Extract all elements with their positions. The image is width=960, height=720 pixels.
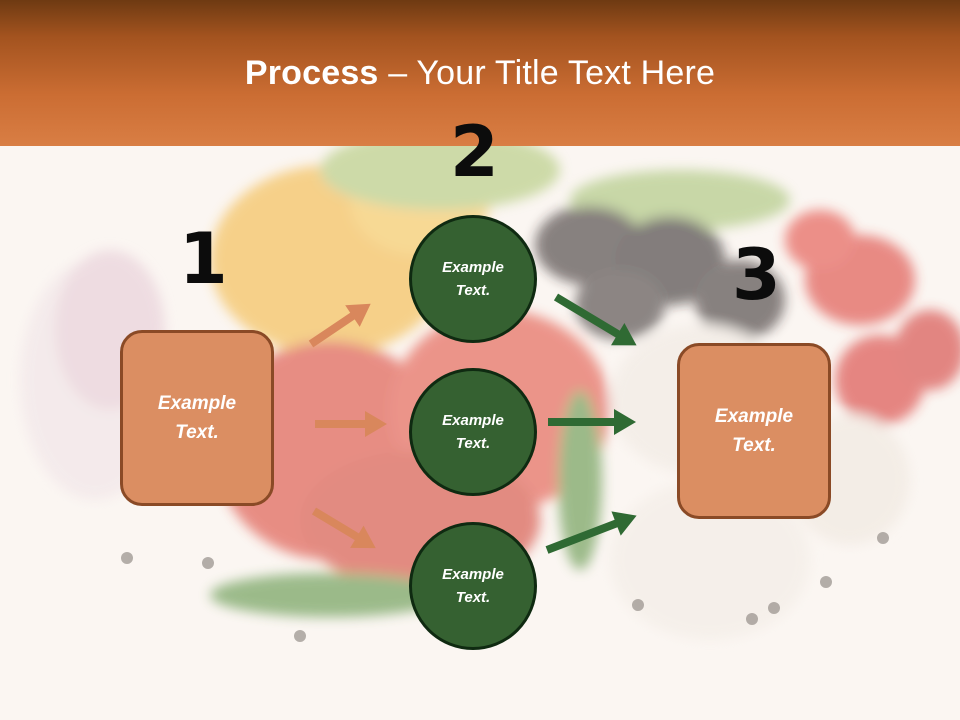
- step-number-2: 2: [450, 111, 499, 193]
- slide-title[interactable]: Process – Your Title Text Here: [0, 54, 960, 93]
- title-dash: –: [378, 54, 417, 92]
- right-step-box[interactable]: Example Text.: [677, 343, 831, 519]
- circle-bottom[interactable]: Example Text.: [409, 522, 537, 650]
- title-bold-part: Process: [244, 54, 379, 92]
- circle-bottom-text: Example Text.: [442, 566, 504, 606]
- circle-top-text: Example Text.: [442, 259, 504, 299]
- step-number-3: 3: [732, 234, 781, 316]
- step-number-1: 1: [179, 218, 228, 300]
- title-rest: Your Title Text Here: [416, 54, 716, 92]
- right-step-text: Example Text.: [714, 406, 794, 456]
- left-step-text: Example Text.: [157, 393, 237, 443]
- circle-middle[interactable]: Example Text.: [409, 368, 537, 496]
- circle-top[interactable]: Example Text.: [409, 215, 537, 343]
- title-banner: [0, 0, 960, 146]
- left-step-box[interactable]: Example Text.: [120, 330, 274, 506]
- circle-middle-text: Example Text.: [442, 412, 504, 452]
